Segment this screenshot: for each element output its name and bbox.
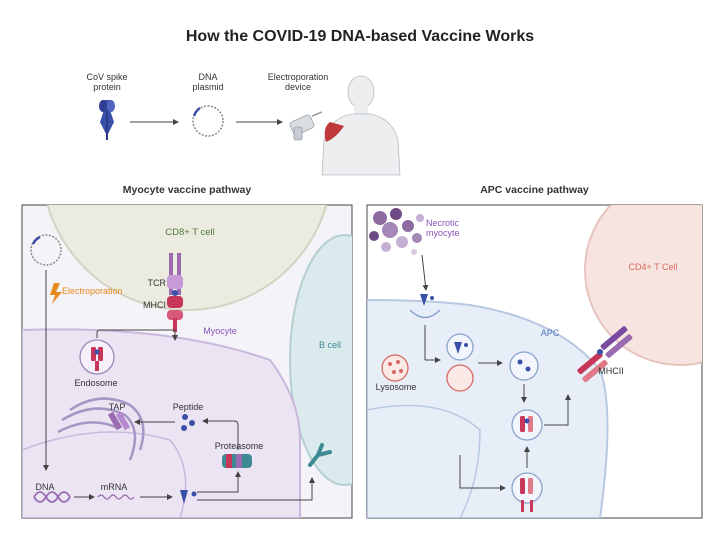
translated-spike-icon bbox=[180, 490, 197, 504]
dna-plasmid-icon bbox=[192, 105, 224, 137]
antibody-icon bbox=[308, 443, 332, 467]
arrow-protein-to-bcell bbox=[197, 477, 315, 501]
spike-protein-label: CoV spike protein bbox=[86, 72, 128, 92]
er-golgi-icon bbox=[57, 397, 145, 461]
myocyte-shape bbox=[22, 328, 301, 518]
phagocytosis-cup bbox=[409, 309, 441, 319]
captured-spike-icon bbox=[420, 294, 434, 306]
spike-protein-icon bbox=[99, 100, 115, 140]
necrotic-myocyte-label: Necrotic myocyte bbox=[426, 218, 460, 238]
page-title: How the COVID-19 DNA-based Vaccine Works bbox=[185, 28, 535, 45]
arrow-protein-to-proteasome bbox=[197, 471, 241, 493]
endosome-label: Endosome bbox=[74, 378, 118, 388]
electroporation-device-label: Electroporation device bbox=[267, 72, 329, 92]
peptide-label: Peptide bbox=[172, 402, 204, 412]
apc-shape bbox=[367, 298, 609, 518]
mrna-label: mRNA bbox=[100, 482, 128, 492]
human-figure-icon bbox=[321, 75, 401, 176]
cd8-t-cell-label: CD8+ T cell bbox=[165, 227, 215, 238]
tcr-label: TCR bbox=[147, 278, 167, 288]
cd4-t-cell-label: CD4+ T Cell bbox=[628, 262, 678, 272]
cd8-t-cell-shape bbox=[46, 205, 328, 311]
mhcii-label: MHCII bbox=[598, 366, 624, 376]
arrow-loading-to-surface bbox=[544, 394, 571, 426]
tap-label: TAP bbox=[108, 402, 126, 412]
dna-label: DNA bbox=[35, 482, 55, 492]
endosome-icon bbox=[79, 339, 115, 375]
mhci-label: MHCI bbox=[143, 300, 166, 310]
phagolysosome-fusion-icon bbox=[446, 333, 474, 392]
myocyte-label: Myocyte bbox=[203, 326, 237, 336]
lysosome-icon bbox=[381, 354, 409, 382]
b-cell-label: B cell bbox=[318, 340, 341, 350]
dna-plasmid-label: DNA plasmid bbox=[192, 72, 224, 92]
lysosome-label: Lysosome bbox=[375, 382, 417, 392]
apc-panel-title: APC vaccine pathway bbox=[480, 184, 589, 196]
arrow-er-to-mhcii bbox=[459, 455, 506, 491]
mhcii-tcr-complex bbox=[577, 326, 633, 383]
necrotic-myocyte-icon bbox=[369, 208, 424, 255]
cd4-t-cell-shape bbox=[584, 205, 702, 366]
electroporation-device-icon bbox=[289, 111, 323, 141]
arrow-necrotic-to-apc bbox=[421, 254, 429, 291]
peptide-dots-icon bbox=[181, 414, 195, 431]
peptide-vesicle-icon bbox=[509, 351, 539, 381]
tap-transporter-icon bbox=[107, 411, 131, 431]
apc-label: APC bbox=[540, 328, 560, 338]
tcr-mhci-complex bbox=[167, 253, 183, 332]
arrow-endosome-to-surface bbox=[96, 329, 178, 341]
myocyte-panel-title: Myocyte vaccine pathway bbox=[122, 184, 252, 196]
mrna-strand-icon bbox=[97, 494, 135, 500]
proteasome-icon bbox=[222, 454, 252, 468]
arrow-proteasome-to-peptide bbox=[202, 418, 239, 450]
electroporation-label: Electroporation bbox=[62, 286, 123, 296]
left-plasmid-icon bbox=[30, 234, 62, 266]
dna-helix-icon bbox=[33, 491, 71, 503]
apc-er-outline bbox=[367, 404, 481, 518]
mhcii-loading-vesicle-icon bbox=[511, 409, 543, 441]
mhcii-synthesis-vesicle-icon bbox=[511, 472, 543, 512]
b-cell-shape bbox=[289, 234, 352, 486]
proteasome-label: Proteasome bbox=[214, 441, 264, 451]
lightning-icon bbox=[50, 283, 62, 304]
